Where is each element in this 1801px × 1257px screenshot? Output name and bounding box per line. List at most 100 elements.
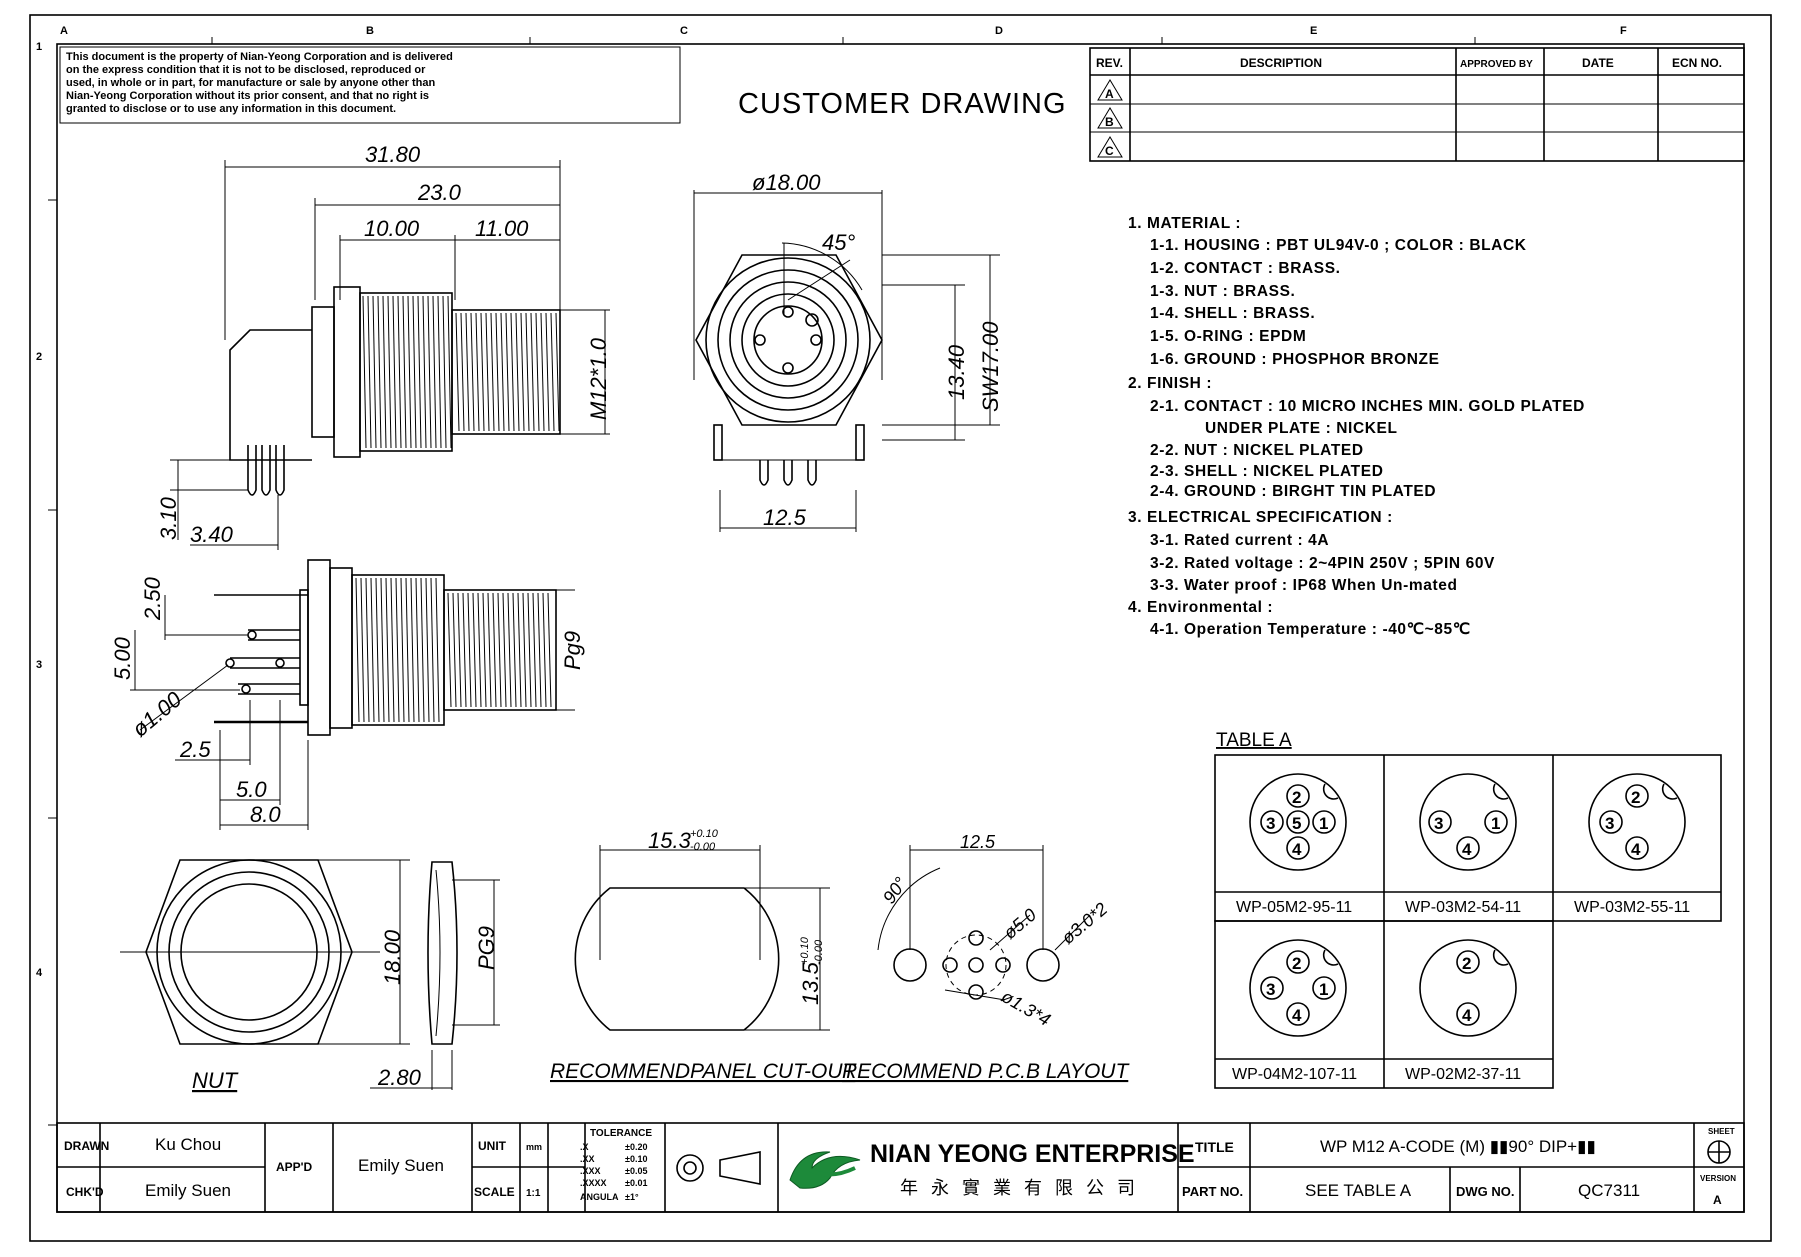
svg-text:4: 4 <box>1462 1006 1472 1025</box>
dim-8-0: 8.0 <box>250 802 281 827</box>
side-view: 31.80 23.0 10.00 11.00 M12*1.0 3.10 3.40 <box>156 142 611 723</box>
dim-12-5: 12.5 <box>763 505 807 530</box>
drawn-value: Ku Chou <box>155 1135 221 1154</box>
version-value: A <box>1713 1193 1722 1207</box>
appd-value: Emily Suen <box>358 1156 444 1175</box>
col-label: A <box>60 25 68 37</box>
tolerance-label: TOLERANCE <box>590 1128 652 1139</box>
dwg-value: QC7311 <box>1578 1181 1640 1200</box>
notice-line: This document is the property of Nian-Ye… <box>66 51 453 63</box>
spec-line: 3-2. Rated voltage : 2~4PIN 250V ; 5PIN … <box>1150 555 1495 572</box>
side-view-pins: Pg9 2.50 5.00 ø1.00 2.5 5.0 8.0 <box>110 559 585 830</box>
dim-10-00: 10.00 <box>364 216 420 241</box>
date-header: DATE <box>1582 56 1614 70</box>
column-markers: A B C D E F <box>60 25 1627 44</box>
tol-value: ±0.01 <box>625 1178 647 1188</box>
title-label: TITLE <box>1195 1139 1234 1155</box>
spec-line: 3-3. Water proof : IP68 When Un-mated <box>1150 577 1458 594</box>
company-name-cn: 年 永 實 業 有 限 公 司 <box>900 1178 1139 1198</box>
drawn-label: DRAWN <box>64 1139 109 1153</box>
dim-15-3: 15.3 <box>648 828 692 853</box>
inner-border <box>56 43 1745 1213</box>
spec-line: 2-1. CONTACT : 10 MICRO INCHES MIN. GOLD… <box>1150 398 1585 415</box>
title-block: DRAWN Ku Chou CHK'D Emily Suen APP'D Emi… <box>56 1122 1745 1213</box>
revision-table: REV. DESCRIPTION APPROVED BY DATE ECN NO… <box>1089 47 1745 162</box>
dim-13-5-tol-dn: -0.00 <box>813 939 825 965</box>
svg-text:4: 4 <box>1462 840 1472 859</box>
cutout-label: RECOMMENDPANEL CUT-OUT <box>550 1060 857 1083</box>
dim-13-40: 13.40 <box>944 344 969 400</box>
spec-line: 1-3. NUT : BRASS. <box>1150 283 1295 300</box>
pcb-dim-90: 90° <box>879 874 911 908</box>
spec-line: 2-4. GROUND : BIRGHT TIN PLATED <box>1150 483 1436 500</box>
tol-value: ±0.05 <box>625 1166 647 1176</box>
dim-pg9-nut: PG9 <box>474 926 499 970</box>
svg-text:3: 3 <box>1266 980 1275 999</box>
notice-line: granted to disclose or to use any inform… <box>66 103 396 115</box>
dim-15-3-tol-up: +0.10 <box>690 828 719 840</box>
approved-header: APPROVED BY <box>1460 59 1533 70</box>
svg-text:1: 1 <box>1491 814 1500 833</box>
unit-value: mm <box>526 1142 542 1152</box>
pcb-label: RECOMMEND P.C.B LAYOUT <box>842 1060 1130 1083</box>
scale-value: 1:1 <box>526 1188 541 1199</box>
panel-cutout: 15.3 +0.10 -0.00 13.5 +0.10 -0.00 RECOMM… <box>550 828 857 1083</box>
spec-line: UNDER PLATE : NICKEL <box>1205 420 1398 437</box>
dim-sw17: SW17.00 <box>978 321 1003 412</box>
col-label: B <box>366 25 374 37</box>
svg-text:5: 5 <box>1292 814 1301 833</box>
nut-label: NUT <box>192 1068 239 1093</box>
specifications: 1. MATERIAL : 1-1. HOUSING : PBT UL94V-0… <box>1128 215 1585 638</box>
dim-11-00: 11.00 <box>475 216 529 241</box>
row-label: 4 <box>36 967 43 979</box>
row-markers: 1 2 3 4 <box>36 41 57 1126</box>
dim-5-0: 5.0 <box>236 777 267 802</box>
pcb-dim-phi-1-3: ø1.3*4 <box>998 986 1054 1030</box>
dim-15-3-tol-dn: -0.00 <box>690 841 716 853</box>
nut-view: 18.00 NUT PG9 2.80 <box>120 859 500 1093</box>
tol-value: ±0.20 <box>625 1142 647 1152</box>
table-a-part: WP-03M2-55-11 <box>1574 899 1690 916</box>
dim-pg9: Pg9 <box>560 631 585 670</box>
tol-key: .XXXX <box>580 1178 607 1188</box>
tol-key: .XX <box>580 1154 595 1164</box>
confidentiality-notice: This document is the property of Nian-Ye… <box>59 46 681 124</box>
spec-line: 1-1. HOUSING : PBT UL94V-0 ; COLOR : BLA… <box>1150 237 1527 254</box>
svg-text:3: 3 <box>1434 814 1443 833</box>
dim-3-40: 3.40 <box>190 522 234 547</box>
dim-45-deg: 45° <box>822 230 855 255</box>
sheet-symbol-icon <box>1707 1140 1731 1164</box>
spec-line: 2. FINISH : <box>1128 375 1212 392</box>
svg-text:1: 1 <box>1319 980 1328 999</box>
col-label: C <box>680 25 688 37</box>
svg-text:3: 3 <box>1605 814 1614 833</box>
pcb-dim-phi-5: ø5.0 <box>1000 905 1040 943</box>
tol-value: ±0.10 <box>625 1154 647 1164</box>
sheet-label: SHEET <box>1708 1127 1735 1136</box>
svg-text:4: 4 <box>1631 840 1641 859</box>
company-logo-icon <box>789 1151 861 1189</box>
company-name: NIAN YEONG ENTERPRISE <box>870 1140 1195 1168</box>
part-label: PART NO. <box>1182 1184 1243 1199</box>
tol-key: ANGULA <box>580 1192 619 1202</box>
spec-line: 2-2. NUT : NICKEL PLATED <box>1150 442 1364 459</box>
dim-5-00: 5.00 <box>110 636 135 680</box>
col-label: D <box>995 25 1003 37</box>
spec-line: 1-5. O-RING : EPDM <box>1150 328 1306 345</box>
dim-13-5-tol-up: +0.10 <box>799 936 811 965</box>
dim-31-80: 31.80 <box>365 142 421 167</box>
dim-phi-1-00: ø1.00 <box>127 686 187 742</box>
chkd-value: Emily Suen <box>145 1181 231 1200</box>
svg-text:1: 1 <box>1319 814 1328 833</box>
spec-line: 1-4. SHELL : BRASS. <box>1150 305 1315 322</box>
table-a-part: WP-02M2-37-11 <box>1405 1066 1521 1083</box>
spec-line: 4. Environmental : <box>1128 599 1273 616</box>
spec-line: 3. ELECTRICAL SPECIFICATION : <box>1128 509 1393 526</box>
appd-label: APP'D <box>276 1160 313 1174</box>
svg-text:2: 2 <box>1462 954 1471 973</box>
chkd-label: CHK'D <box>66 1185 104 1199</box>
dim-phi-18: ø18.00 <box>752 170 821 195</box>
scale-label: SCALE <box>474 1185 515 1199</box>
outer-border <box>29 14 1772 1242</box>
description-header: DESCRIPTION <box>1240 56 1322 70</box>
